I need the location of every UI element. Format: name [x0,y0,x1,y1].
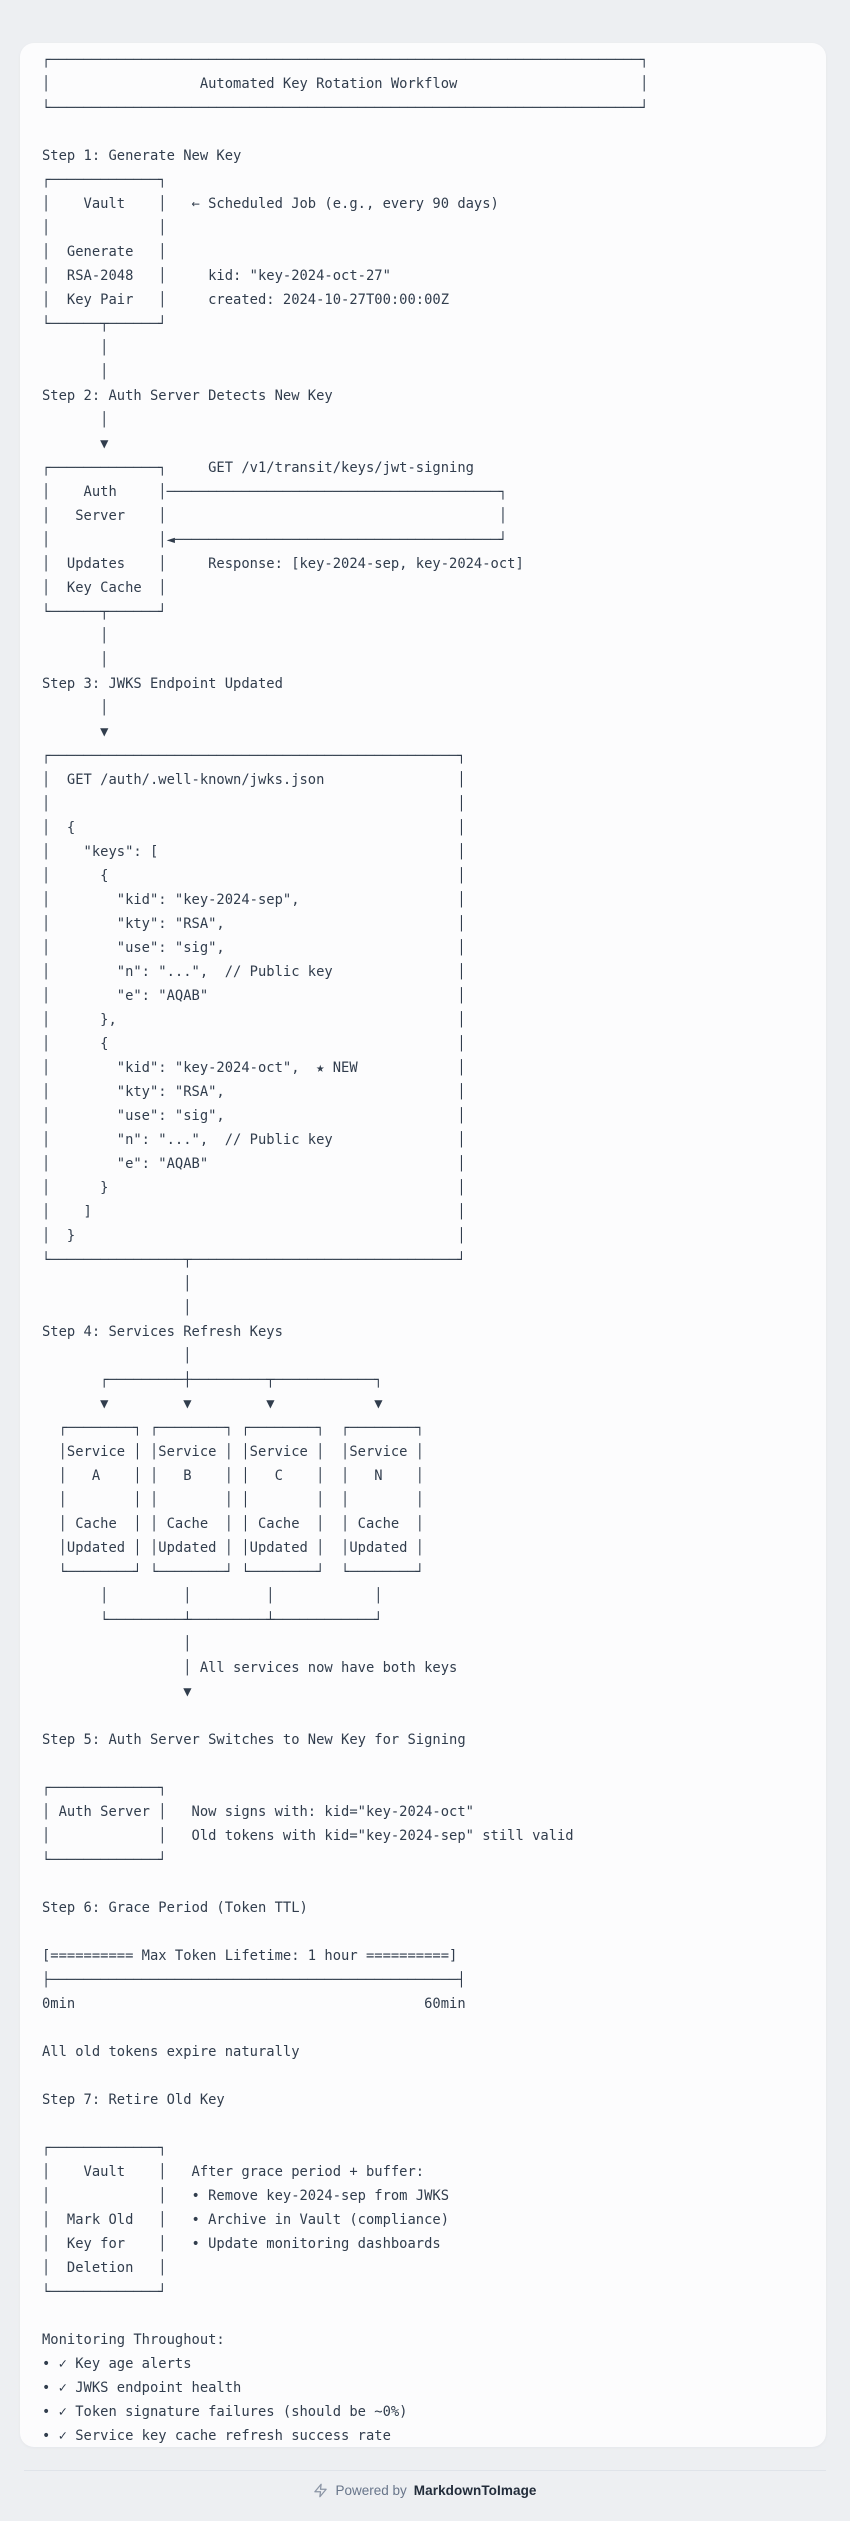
bolt-icon [313,2483,328,2498]
footer-branding[interactable]: Powered by MarkdownToImage [24,2471,826,2498]
step-3-jwks-art: Step 3: JWKS Endpoint Updated │ ▼ ┌─────… [42,676,466,1316]
monitoring-art: Monitoring Throughout: • ✓ Key age alert… [42,2332,408,2444]
footer: Powered by MarkdownToImage [24,2470,826,2498]
step-7-retire-art: Step 7: Retire Old Key ┌─────────────┐ │… [42,2092,450,2300]
step-2-detect-art: Step 2: Auth Server Detects New Key │ ▼ … [42,388,524,668]
step-5-switch-art: Step 5: Auth Server Switches to New Key … [42,1732,574,1868]
step-6-grace-art: Step 6: Grace Period (Token TTL) [======… [42,1900,466,2060]
workflow-card: ┌───────────────────────────────────────… [20,43,826,2447]
powered-by-label: Powered by [335,2483,407,2498]
step-1-generate-art: Step 1: Generate New Key ┌─────────────┐… [42,148,499,380]
brand-name[interactable]: MarkdownToImage [413,2483,537,2498]
step-4-services-art: Step 4: Services Refresh Keys │ ┌───────… [42,1324,458,1700]
title-box-art: ┌───────────────────────────────────────… [42,52,649,116]
